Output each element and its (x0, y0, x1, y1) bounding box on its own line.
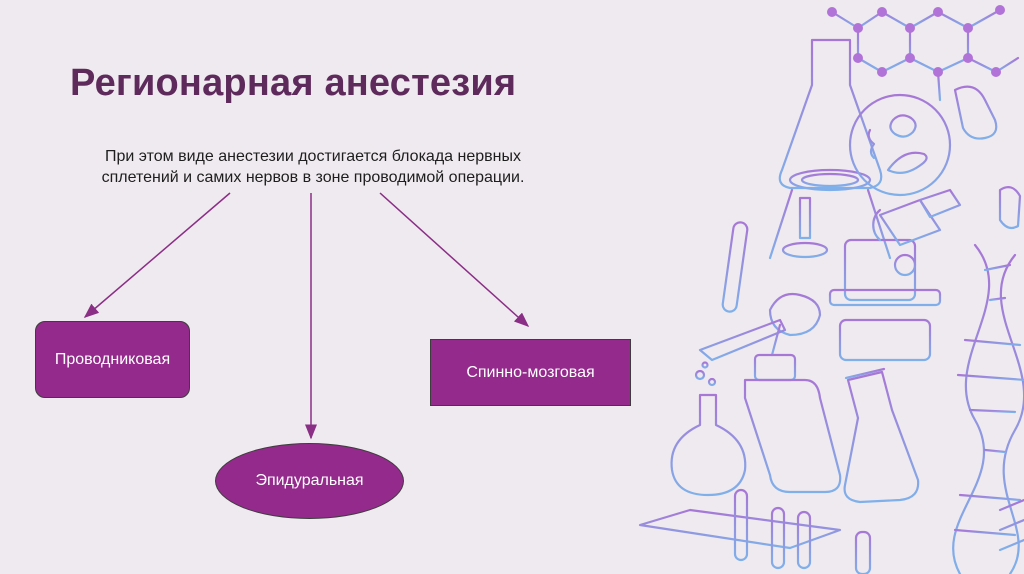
microscope-icon (828, 188, 962, 362)
bacteria-icon (768, 292, 822, 337)
node-spinal: Спинно-мозговая (430, 339, 631, 406)
erlenmeyer-flask-icon (843, 367, 920, 504)
dna-icon (952, 243, 1024, 574)
bacteria-icon (848, 93, 952, 197)
node-epidural: Эпидуральная (215, 443, 404, 519)
test-tube-rack-icon (638, 488, 872, 574)
node-spinal-label: Спинно-мозговая (466, 363, 595, 381)
bacteria-icon (953, 85, 998, 140)
flask-icon (768, 38, 892, 260)
node-conduction: Проводниковая (35, 321, 190, 398)
arrow-to-conduction (83, 192, 231, 318)
node-conduction-label: Проводниковая (54, 350, 171, 368)
node-epidural-label: Эпидуральная (255, 472, 364, 489)
description-line: При этом виде анестезии достигается блок… (105, 148, 521, 165)
wash-bottle-icon (698, 318, 842, 494)
arrow-to-spinal (379, 192, 530, 328)
test-tube-icon (720, 220, 750, 313)
dna-icon (998, 498, 1024, 552)
slide-title: Регионарная анестезия (70, 62, 517, 104)
bacteria-icon (998, 185, 1022, 230)
description-line: сплетений и самих нервов в зоне проводим… (101, 169, 525, 186)
slide-description: При этом виде анестезии достигается блок… (68, 146, 558, 188)
flask-icon (670, 361, 747, 497)
